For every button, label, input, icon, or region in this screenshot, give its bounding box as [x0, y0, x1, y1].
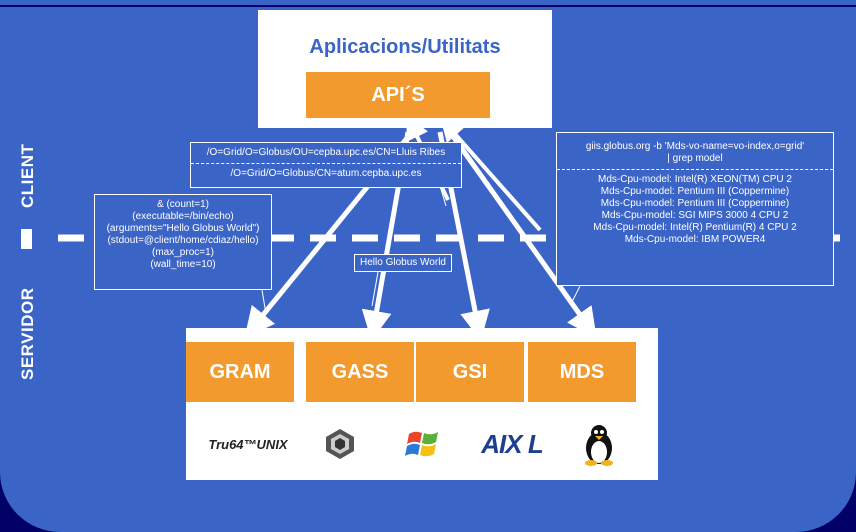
tux-logo-icon	[574, 422, 624, 466]
mds-result-line: Mds-Cpu-model: IBM POWER4	[624, 234, 766, 245]
mds-callout: giis.globus.org -b 'Mds-vo-name=vo-index…	[556, 132, 834, 286]
mds-query-line: giis.globus.org -b 'Mds-vo-name=vo-index…	[585, 141, 805, 152]
gram-rsl-line: (max_proc=1)	[152, 247, 214, 258]
applications-title: Aplicacions/Utilitats	[309, 36, 501, 58]
mds-result-line: Mds-Cpu-model: Intel(R) XEON(TM) CPU 2	[598, 174, 792, 185]
servidor-label: SERVIDOR	[18, 287, 37, 381]
aix-logo-icon: AIX L	[481, 428, 543, 459]
service-mds: MDS	[528, 342, 636, 402]
gram-rsl-line: (wall_time=10)	[150, 259, 216, 270]
mds-result-line: Mds-Cpu-model: Pentium III (Coppermine)	[600, 186, 790, 197]
mds-result-line: Mds-Cpu-model: Intel(R) Pentium(R) 4 CPU…	[593, 222, 797, 233]
gass-callout: Hello Globus World	[354, 254, 452, 272]
applications-box: Aplicacions/Utilitats API´S	[258, 10, 552, 128]
service-gsi: GSI	[416, 342, 524, 402]
mds-result-line: Mds-Cpu-model: Pentium III (Coppermine)	[600, 198, 790, 209]
gram-rsl-line: (arguments="Hello Globus World")	[106, 223, 260, 234]
arrow-mds-api	[440, 117, 542, 232]
gram-rsl-line: & (count=1)	[157, 199, 209, 210]
arrow-api-mds	[447, 130, 597, 339]
gsi-callout-line: /O=Grid/O=Globus/OU=cepba.upc.es/CN=Llui…	[206, 147, 446, 158]
gsi-callout: /O=Grid/O=Globus/OU=cepba.upc.es/CN=Llui…	[190, 142, 462, 188]
sgi-logo-icon	[320, 422, 360, 466]
gram-rsl-line: (executable=/bin/echo)	[132, 211, 234, 222]
label-separator-bar	[21, 229, 32, 249]
windows-logo-icon	[402, 422, 444, 466]
gram-rsl-line: (stdout=@client/home/cdiaz/hello)	[107, 235, 259, 246]
services-box: GRAM GASS GSI MDS Tru64™UNIX AIX L	[186, 328, 658, 480]
tru64-unix-logo: Tru64™UNIX	[208, 436, 288, 452]
gram-callout: & (count=1) (executable=/bin/echo) (argu…	[94, 194, 272, 290]
service-gass: GASS	[306, 342, 414, 402]
mds-query-line: | grep model	[667, 153, 723, 164]
service-gram: GRAM	[186, 342, 294, 402]
client-label: CLIENT	[18, 143, 37, 208]
gsi-callout-line: /O=Grid/O=Globus/CN=atum.cepba.upc.es	[230, 168, 422, 179]
api-box: API´S	[306, 72, 490, 118]
mds-result-line: Mds-Cpu-model: SGI MIPS 3000 4 CPU 2	[601, 210, 789, 221]
